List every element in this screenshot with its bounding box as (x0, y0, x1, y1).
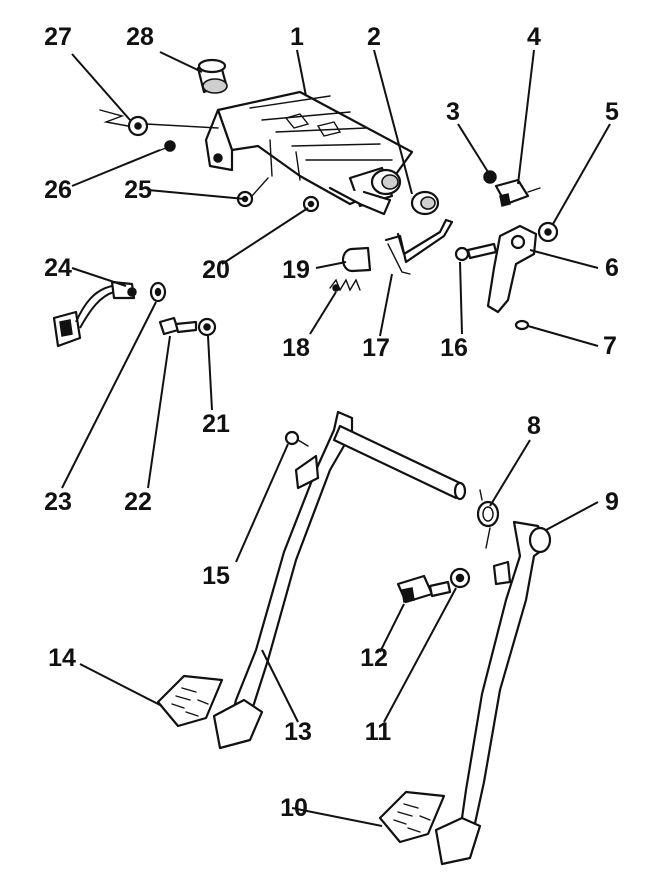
callout-13: 13 (284, 718, 312, 746)
part-22-bolt (158, 316, 198, 336)
callout-7: 7 (603, 332, 617, 360)
callout-14: 14 (48, 644, 76, 672)
part-9-pedal-arm (434, 520, 552, 866)
callout-18: 18 (282, 334, 310, 362)
callout-20: 20 (202, 256, 230, 284)
part-16-bolt (454, 242, 498, 262)
callout-11: 11 (365, 718, 392, 746)
callout-12: 12 (360, 644, 388, 672)
part-24-harness (52, 280, 137, 348)
callout-15: 15 (202, 562, 230, 590)
part-19-bushing (341, 246, 372, 273)
part-15-bolt (284, 430, 309, 447)
part-2-bushing (410, 190, 440, 216)
part-27-spring (99, 109, 219, 137)
callout-23: 23 (44, 488, 72, 516)
part-5-nut (537, 221, 559, 243)
part-3-nut (483, 170, 497, 184)
callout-26: 26 (44, 176, 72, 204)
callout-19: 19 (282, 256, 310, 284)
part-6-lever (486, 224, 538, 314)
callout-21: 21 (202, 410, 230, 438)
part-21-nut (197, 317, 217, 337)
callout-9: 9 (605, 488, 619, 516)
callout-2: 2 (367, 23, 381, 51)
part-25-nut (236, 177, 269, 208)
callout-24: 24 (44, 254, 72, 282)
part-4-switch (494, 178, 541, 207)
callout-27: 27 (44, 23, 72, 51)
part-11-nut (449, 567, 471, 589)
part-14-pedal-pad (156, 674, 224, 728)
callout-22: 22 (124, 488, 152, 516)
callout-10: 10 (280, 794, 308, 822)
callout-labels: 1 2 3 4 5 6 7 8 9 10 11 12 13 14 15 16 1… (44, 23, 619, 822)
callout-5: 5 (605, 98, 619, 126)
callout-6: 6 (605, 254, 619, 282)
callout-3: 3 (446, 98, 460, 126)
part-10-pedal-pad (378, 790, 446, 844)
part-8-spring (476, 489, 500, 549)
part-23-washer (149, 281, 167, 303)
part-1-bracket (204, 90, 414, 216)
part-7-clip (514, 319, 530, 331)
leader-lines (61, 49, 611, 827)
part-13-pedal-arm (212, 410, 467, 750)
callout-4: 4 (527, 23, 541, 51)
callout-16: 16 (440, 334, 468, 362)
part-17-rod (384, 218, 454, 275)
callout-8: 8 (527, 412, 541, 440)
callout-17: 17 (362, 334, 390, 362)
callout-28: 28 (126, 23, 154, 51)
callout-25: 25 (124, 176, 152, 204)
part-12-switch (396, 574, 452, 604)
part-28-bushing (196, 58, 228, 94)
parts-artwork (52, 58, 559, 866)
part-18-spring (329, 278, 361, 292)
callout-1: 1 (290, 23, 304, 51)
